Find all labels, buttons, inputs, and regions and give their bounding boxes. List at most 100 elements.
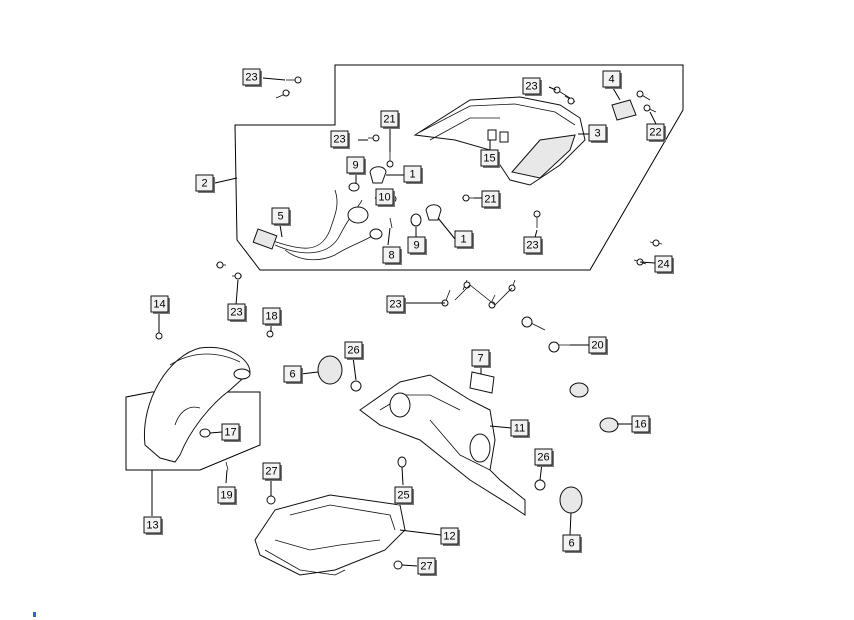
callout-c23-d: 23 bbox=[227, 303, 247, 322]
screw-22-part bbox=[636, 90, 657, 113]
callout-number: 2 bbox=[201, 178, 207, 190]
callout-box bbox=[394, 486, 413, 504]
fastener-25-part bbox=[397, 456, 407, 468]
bulb-9-lower-part bbox=[410, 213, 422, 227]
callout-number: 4 bbox=[608, 74, 614, 86]
bolt-21-lower-head bbox=[462, 194, 470, 202]
callout-number: 24 bbox=[657, 259, 669, 271]
callout-number: 27 bbox=[265, 466, 277, 478]
callout-number: 21 bbox=[484, 194, 496, 206]
callout-box bbox=[631, 415, 650, 433]
callout-number: 23 bbox=[245, 72, 257, 84]
tail-light-housing-part bbox=[413, 96, 586, 186]
callout-number: 23 bbox=[333, 134, 345, 146]
callout-box bbox=[271, 207, 290, 225]
callout-number: 14 bbox=[153, 299, 165, 311]
callout-box bbox=[403, 165, 422, 183]
callout-box bbox=[417, 557, 436, 575]
callout-number: 17 bbox=[224, 427, 236, 439]
callout-box bbox=[344, 341, 363, 359]
callout-box bbox=[242, 68, 261, 86]
callout-number: 25 bbox=[397, 490, 409, 502]
callout-c10: 10 bbox=[375, 188, 395, 207]
callout-box bbox=[262, 307, 281, 325]
bolt-20-part bbox=[521, 316, 572, 353]
callout-number: 11 bbox=[514, 423, 525, 435]
callout-box bbox=[375, 188, 394, 206]
callout-number: 21 bbox=[383, 114, 395, 126]
callout-number: 23 bbox=[230, 307, 242, 319]
callout-box bbox=[480, 149, 499, 167]
callout-c18: 18 bbox=[262, 307, 282, 326]
callout-box bbox=[195, 174, 214, 192]
callout-c27-a: 27 bbox=[262, 462, 282, 481]
bulb-socket-1-upper-part bbox=[369, 166, 387, 184]
callout-number: 27 bbox=[420, 561, 432, 573]
reflector-lens-part bbox=[611, 99, 637, 121]
callout-box bbox=[562, 534, 581, 552]
callout-box bbox=[227, 303, 246, 321]
fastener-27-lower-part bbox=[393, 560, 403, 570]
fastener-27-upper-part bbox=[266, 495, 276, 505]
callout-c9-a: 9 bbox=[346, 156, 366, 175]
callout-c21-a: 21 bbox=[380, 110, 400, 129]
callout-c5: 5 bbox=[271, 207, 291, 226]
callout-c22: 22 bbox=[646, 123, 666, 142]
callout-c17: 17 bbox=[221, 423, 241, 442]
callout-number: 13 bbox=[146, 520, 158, 532]
callout-box bbox=[588, 124, 607, 142]
rear-fender-11-part bbox=[359, 374, 526, 516]
reflector-6-lower-part bbox=[559, 486, 583, 514]
callout-number: 5 bbox=[277, 211, 283, 223]
callout-c23-e: 23 bbox=[386, 295, 406, 314]
callout-c13: 13 bbox=[143, 516, 163, 535]
fastener-23-d-part bbox=[216, 261, 242, 280]
callout-box bbox=[262, 462, 281, 480]
callout-number: 16 bbox=[634, 419, 646, 431]
callout-number: 12 bbox=[443, 531, 455, 543]
page-marker bbox=[33, 612, 36, 617]
callout-box bbox=[454, 230, 473, 248]
callout-number: 20 bbox=[591, 340, 603, 352]
callout-c26-b: 26 bbox=[534, 448, 554, 467]
callout-box bbox=[221, 423, 240, 441]
callout-number: 1 bbox=[460, 234, 466, 246]
callout-number: 22 bbox=[649, 127, 661, 139]
callout-c19: 19 bbox=[217, 486, 237, 505]
socket-8-part bbox=[389, 217, 393, 229]
callout-c23-c: 23 bbox=[523, 236, 543, 255]
callout-c1-b: 1 bbox=[454, 230, 474, 249]
callout-c7: 7 bbox=[471, 349, 491, 368]
bulb-socket-1-lower-part bbox=[425, 204, 442, 221]
callout-c25: 25 bbox=[394, 486, 414, 505]
nut-26-upper-part bbox=[350, 380, 362, 392]
callout-c8: 8 bbox=[382, 246, 402, 265]
callout-number: 23 bbox=[389, 299, 401, 311]
callout-box bbox=[602, 70, 621, 88]
callout-box bbox=[407, 236, 426, 254]
callout-number: 23 bbox=[526, 240, 538, 252]
callout-box bbox=[646, 123, 665, 141]
screw-group-23-part bbox=[441, 279, 516, 309]
callout-number: 9 bbox=[413, 240, 419, 252]
callout-c14: 14 bbox=[150, 295, 170, 314]
reflector-6-upper-part bbox=[317, 355, 343, 385]
callout-c3: 3 bbox=[588, 124, 608, 143]
fastener-23-top-part bbox=[275, 76, 302, 99]
callout-box bbox=[481, 190, 500, 208]
part-17 bbox=[199, 428, 211, 438]
fastener-19-part bbox=[225, 461, 229, 471]
callout-number: 6 bbox=[568, 538, 574, 550]
callout-c23-b: 23 bbox=[330, 130, 350, 149]
callout-c24: 24 bbox=[654, 255, 674, 274]
callout-number: 10 bbox=[378, 192, 390, 204]
callout-box bbox=[150, 295, 169, 313]
mudguard-13-part bbox=[143, 346, 251, 463]
callout-number: 15 bbox=[483, 153, 495, 165]
callout-c15: 15 bbox=[480, 149, 500, 168]
callout-c11: 11 bbox=[510, 419, 530, 438]
callout-box bbox=[534, 448, 553, 466]
callout-c23-a: 23 bbox=[522, 77, 542, 96]
callout-c1-a: 1 bbox=[403, 165, 423, 184]
callout-box bbox=[330, 130, 349, 148]
